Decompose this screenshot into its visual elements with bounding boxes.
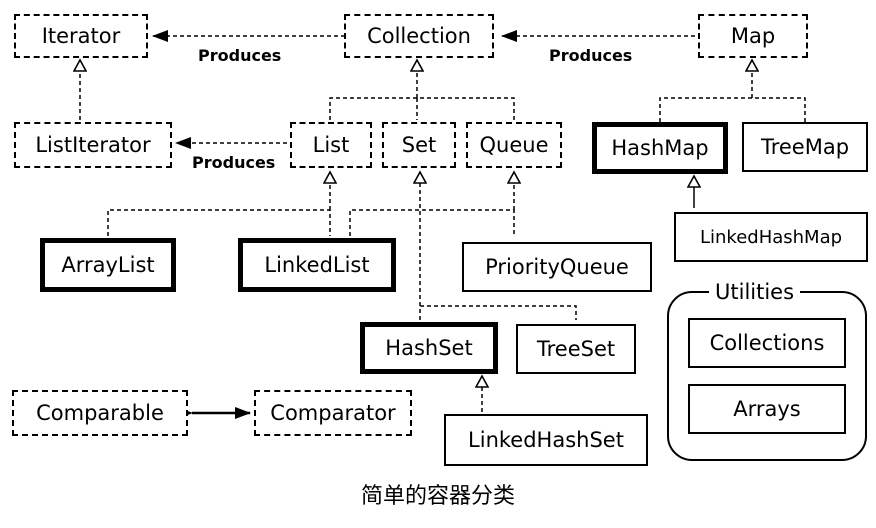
list-iterator-box: ListIterator [14,122,172,168]
queue-box: Queue [466,122,562,168]
comparator-box: Comparator [254,390,412,436]
set-box: Set [382,122,456,168]
iterator-box: Iterator [14,14,148,58]
figure-caption: 简单的容器分类 [360,484,515,509]
linked-hash-set-box: LinkedHashSet [444,414,648,466]
array-list-box: ArrayList [40,238,176,292]
arrays-box: Arrays [688,384,846,434]
produces-label-map: Produces [549,46,633,65]
map-box: Map [698,14,808,58]
collections-box: Collections [688,318,846,368]
tree-set-box: TreeSet [516,324,636,374]
produces-label-list: Produces [192,153,276,172]
linked-hash-map-box: LinkedHashMap [674,212,868,262]
linked-list-box: LinkedList [238,238,396,292]
utilities-title: Utilities [709,280,801,304]
collection-box: Collection [344,14,494,58]
comparable-box: Comparable [12,390,188,436]
hash-map-box: HashMap [592,122,728,174]
list-box: List [290,122,372,168]
priority-queue-box: PriorityQueue [462,242,652,292]
produces-label-collection: Produces [198,46,282,65]
tree-map-box: TreeMap [742,122,868,172]
hash-set-box: HashSet [360,322,498,374]
